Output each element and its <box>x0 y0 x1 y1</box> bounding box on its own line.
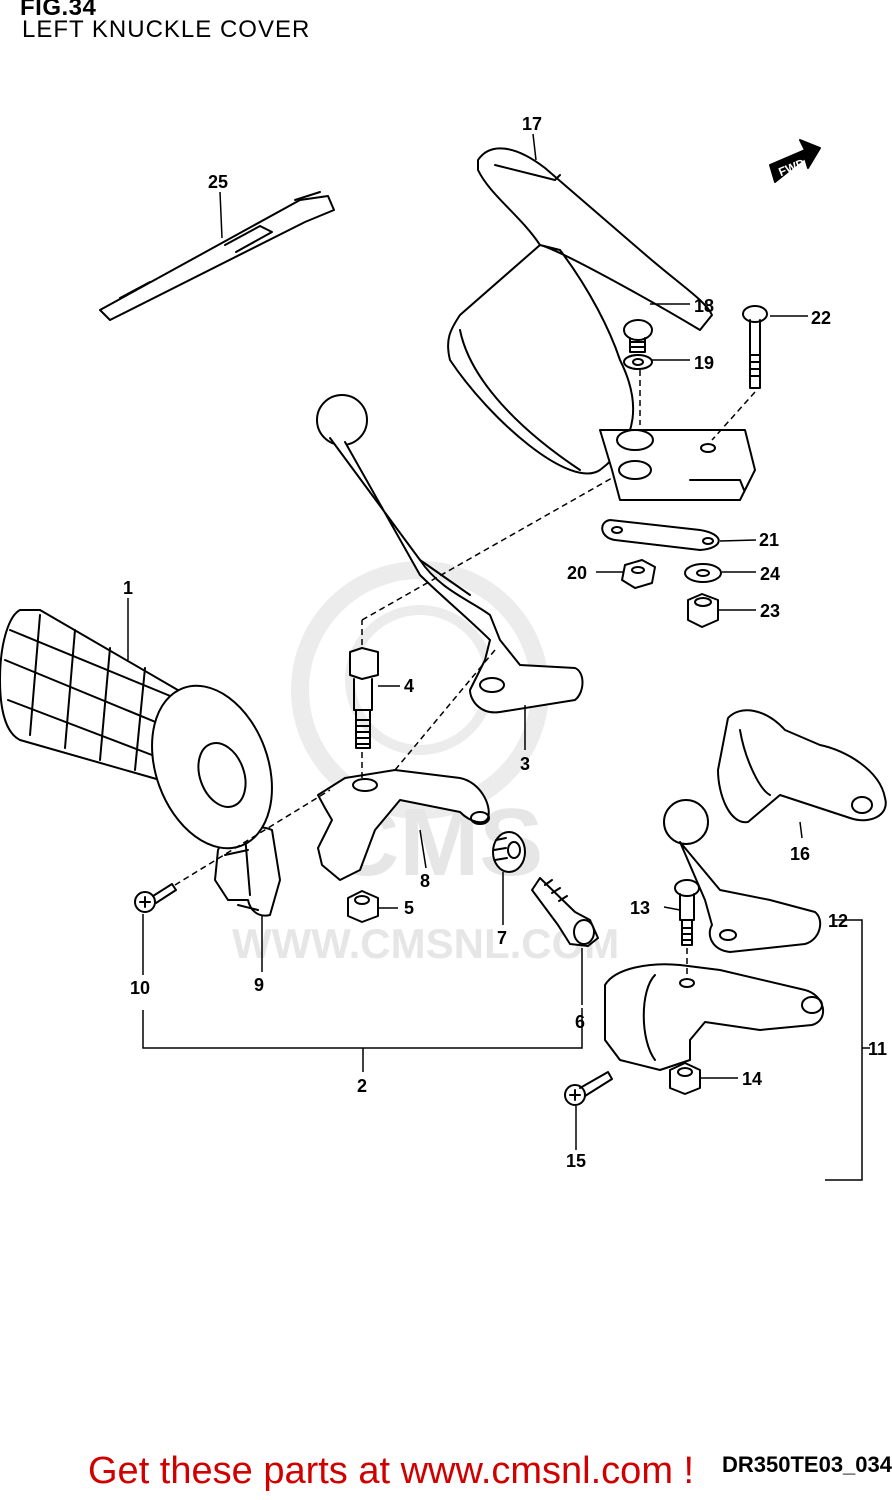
callout-11: 11 <box>868 1039 887 1059</box>
part-7-adjuster-nut <box>492 831 526 873</box>
part-16-lever-cover <box>717 709 887 824</box>
callout-15: 15 <box>566 1151 586 1171</box>
callout-9: 9 <box>254 975 264 995</box>
part-5-nut <box>347 890 379 923</box>
part-14-nut <box>669 1062 701 1095</box>
callout-24: 24 <box>760 564 780 584</box>
callout-5: 5 <box>404 898 414 918</box>
figure-number: FIG.34 <box>20 0 97 21</box>
callout-22: 22 <box>811 308 831 328</box>
callout-21: 21 <box>759 530 779 550</box>
part-11-lever-holder <box>604 963 825 1071</box>
part-17-knuckle-cover <box>447 147 756 501</box>
part-25-band <box>99 191 335 321</box>
part-6-adjuster-bolt <box>531 877 599 947</box>
part-1-grip <box>0 609 273 850</box>
part-22-bolt <box>742 305 768 389</box>
callout-2: 2 <box>357 1076 367 1096</box>
part-18-screw <box>623 319 653 353</box>
callout-17: 17 <box>522 114 542 134</box>
callout-14: 14 <box>742 1069 762 1089</box>
watermark-url-text: WWW.CMSNL.COM <box>232 920 619 967</box>
callout-3: 3 <box>520 754 530 774</box>
callout-19: 19 <box>694 353 714 373</box>
callout-25: 25 <box>208 172 228 192</box>
callout-8: 8 <box>420 871 430 891</box>
part-12-decompression-lever <box>663 799 822 953</box>
callout-6: 6 <box>575 1012 585 1032</box>
leader-lines <box>127 133 870 1181</box>
part-8-lever-holder <box>317 769 490 881</box>
callout-13: 13 <box>630 898 650 918</box>
part-23-nut <box>687 593 719 628</box>
cta-link[interactable]: Get these parts at www.cmsnl.com ! <box>88 1450 695 1492</box>
callout-labels: 25 17 18 19 22 21 20 24 23 1 4 3 16 8 5 … <box>123 114 887 1171</box>
callout-12: 12 <box>828 911 848 931</box>
callout-23: 23 <box>760 601 780 621</box>
callout-18: 18 <box>694 296 714 316</box>
part-15-screw <box>564 1071 613 1106</box>
part-4-pivot-bolt <box>349 647 379 749</box>
forward-arrow-icon: FWD <box>769 139 821 183</box>
part-13-lever-bolt <box>674 879 700 946</box>
callout-1: 1 <box>123 578 133 598</box>
part-24-washer <box>684 563 722 583</box>
callout-20: 20 <box>567 563 587 583</box>
document-code: DR350TE03_034 <box>721 1452 892 1477</box>
callout-7: 7 <box>497 928 507 948</box>
part-19-washer <box>623 354 653 370</box>
callout-10: 10 <box>130 978 150 998</box>
callout-4: 4 <box>404 676 414 696</box>
callout-16: 16 <box>790 844 810 864</box>
part-10-clamp-screw <box>134 883 177 913</box>
part-20-nut <box>621 559 656 589</box>
part-3-clutch-lever <box>316 394 584 714</box>
figure-title: LEFT KNUCKLE COVER <box>22 16 311 43</box>
part-21-plate <box>601 519 720 551</box>
